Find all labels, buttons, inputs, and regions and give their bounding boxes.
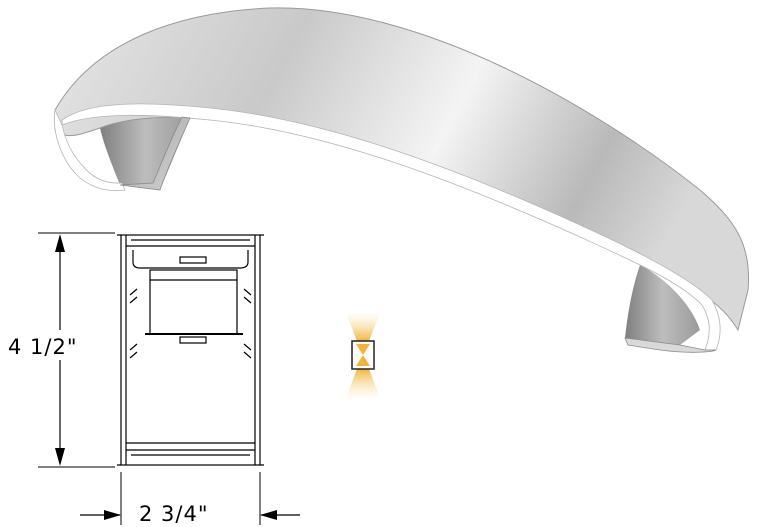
section-top-channel — [126, 239, 255, 269]
section-bottom-channel — [126, 442, 255, 456]
fixture-left-inner-face — [100, 115, 190, 190]
fixture-right-inner-face — [625, 265, 700, 345]
fixture-left-end-cap — [119, 116, 191, 191]
section-housing-outline — [120, 234, 261, 466]
fixture-lens-strip — [54, 103, 721, 351]
section-right-clips — [243, 288, 252, 359]
curved-fixture-render — [54, 7, 750, 353]
width-dimension-label: 2 3/4" — [139, 502, 209, 526]
fixture-right-end-cap — [624, 337, 717, 353]
height-dimension-label: 4 1/2" — [8, 335, 78, 359]
up-down-light-distribution-icon — [346, 313, 380, 398]
width-dimension: 2 3/4" — [80, 472, 300, 526]
cross-section-drawing — [117, 234, 264, 466]
height-dimension: 4 1/2" — [4, 232, 115, 468]
section-left-clips — [129, 288, 138, 359]
